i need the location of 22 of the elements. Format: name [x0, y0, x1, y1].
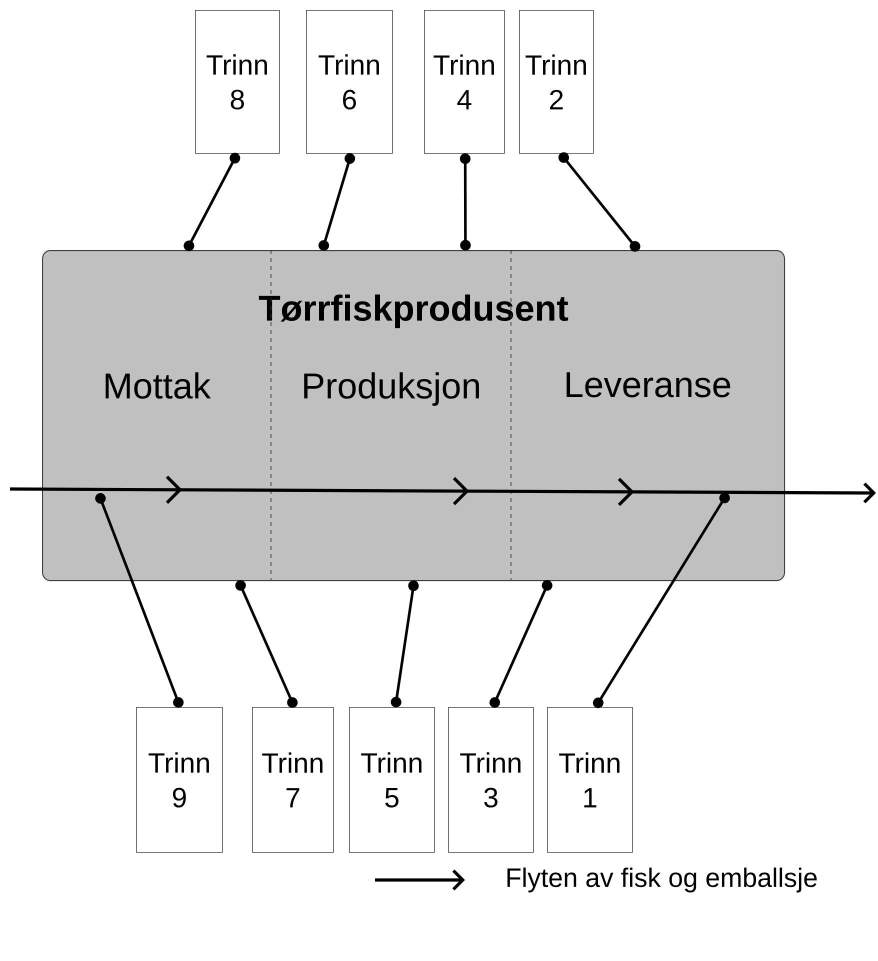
step-box: Trinn 3: [448, 707, 534, 853]
legend-text: Flyten av fisk og emballsje: [507, 868, 817, 892]
connector: [318, 153, 356, 251]
connector: [460, 153, 471, 251]
connector: [235, 580, 298, 708]
step-box: Trinn 2: [519, 10, 594, 154]
step-box: Trinn 5: [349, 707, 435, 853]
connector: [184, 152, 240, 252]
step-box: Trinn 7: [252, 707, 334, 853]
section-label: Produksjon: [304, 372, 479, 406]
connector: [390, 580, 419, 708]
step-box: Trinn 8: [195, 10, 280, 154]
section-label: Mottak: [106, 372, 211, 399]
step-box: Trinn 6: [306, 10, 393, 154]
connector: [592, 492, 730, 708]
step-box: Trinn 9: [136, 707, 223, 853]
connector: [489, 580, 552, 708]
step-box: Trinn 4: [424, 10, 505, 154]
step-box: Trinn 1: [547, 707, 633, 853]
connector: [558, 152, 640, 252]
section-label: Leveranse: [566, 372, 730, 398]
connector: [95, 493, 184, 708]
